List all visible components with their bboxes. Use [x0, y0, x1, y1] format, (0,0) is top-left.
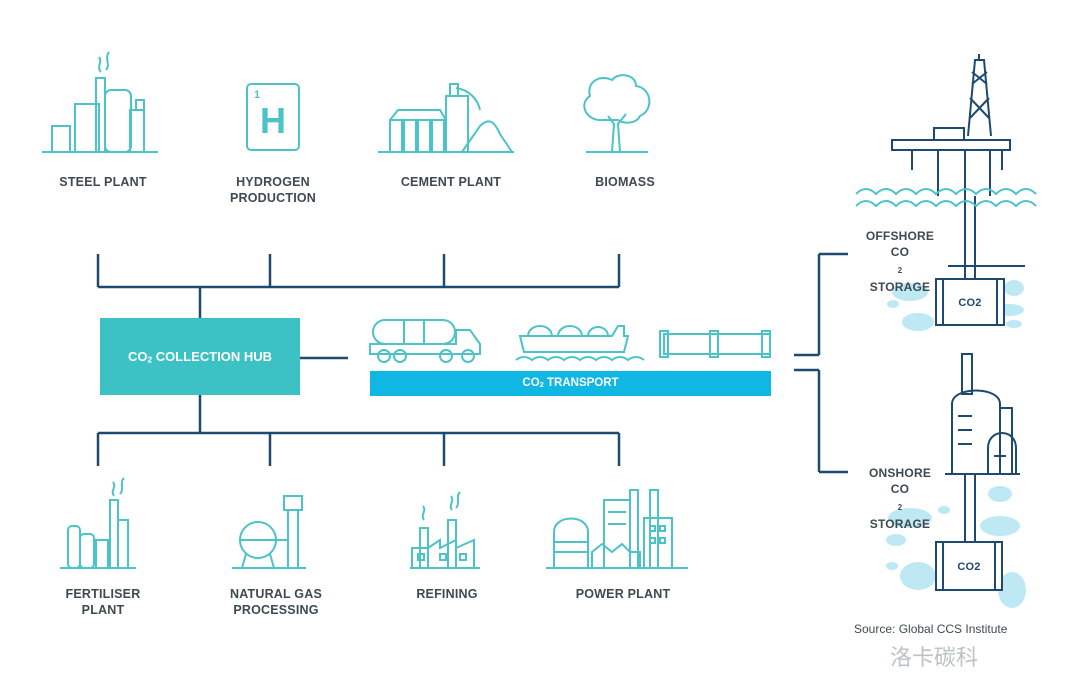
hydrogen-atomic-number: 1 — [254, 89, 260, 101]
cement-plant-label: CEMENT PLANT — [400, 175, 502, 189]
hydrogen-icon: 1 H — [246, 83, 300, 151]
cement-plant-icon — [378, 83, 514, 153]
power-plant-icon — [546, 489, 688, 569]
source-note: Source: Global CCS Institute — [854, 622, 1008, 636]
gas-processing-icon — [232, 495, 306, 569]
offshore-platform-icon — [891, 54, 1025, 278]
onshore-reservoir — [886, 486, 1026, 608]
lng-ship-icon — [515, 325, 645, 362]
sea-waves — [855, 188, 1037, 208]
hub-label: CO2 COLLECTION HUB — [127, 348, 273, 365]
onshore-tank-label: CO2 — [957, 561, 981, 573]
offshore-reservoir — [887, 280, 1024, 331]
tanker-truck-icon — [369, 319, 481, 363]
onshore-co2-tank — [935, 541, 1003, 591]
watermark: 洛卡碳科 — [890, 645, 979, 670]
hydrogen-symbol: H — [260, 100, 286, 141]
refining-label: REFINING — [416, 587, 478, 601]
fertiliser-plant-icon — [60, 477, 136, 569]
biomass-label: BIOMASS — [595, 175, 655, 189]
onshore-facility-icon — [945, 353, 1020, 542]
offshore-tank-label: CO2 — [958, 297, 982, 309]
steel-plant-icon — [42, 51, 158, 153]
pipeline-icon — [659, 330, 771, 358]
co2-transport-bar: CO2 TRANSPORT — [370, 371, 771, 396]
steel-plant-label: STEEL PLANT — [59, 175, 147, 189]
tree-icon — [583, 74, 651, 153]
transport-label: CO2 TRANSPORT — [522, 377, 619, 390]
refinery-icon — [410, 491, 480, 569]
co2-collection-hub: CO2 COLLECTION HUB — [100, 318, 300, 395]
offshore-co2-tank — [935, 278, 1005, 326]
connector-lines — [96, 252, 848, 474]
power-plant-label: POWER PLANT — [575, 587, 671, 601]
